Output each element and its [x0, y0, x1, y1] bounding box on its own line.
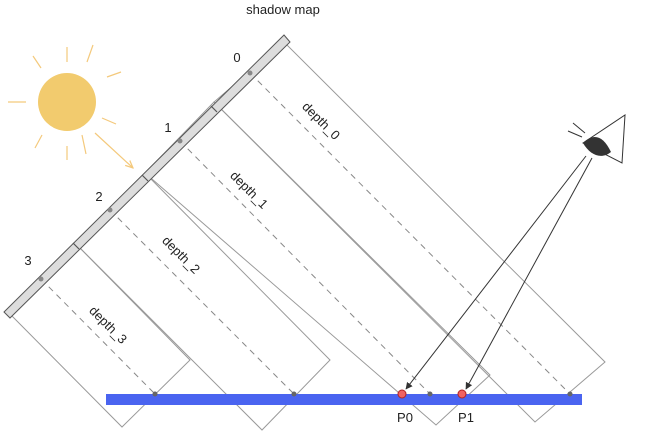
view-ray-p1	[465, 157, 593, 390]
depth-line-2	[109, 209, 295, 395]
depth-line-1	[179, 140, 431, 395]
sun-ray-arrow	[94, 132, 133, 168]
eye-icon	[567, 114, 626, 164]
ground-hit-markers	[152, 391, 573, 397]
shadow-map-dividers	[72, 105, 218, 250]
depth-line-3	[40, 278, 156, 395]
point-label-p1: P1	[458, 410, 474, 425]
shadow-map-bar	[3, 34, 291, 319]
cascade-frustums	[7, 41, 606, 431]
map-index-3: 3	[24, 253, 31, 268]
shadow-map-centers	[38, 70, 253, 282]
depth-label-0: depth_0	[299, 99, 343, 143]
map-index-2: 2	[95, 189, 102, 204]
depth-label-1: depth_1	[227, 168, 271, 212]
view-ray-p0	[405, 155, 587, 390]
sun-icon	[8, 44, 122, 160]
ground-plane	[106, 394, 582, 405]
depth-label-2: depth_2	[159, 233, 203, 277]
depth-center-lines	[40, 72, 571, 395]
depth-label-3: depth_3	[86, 303, 130, 347]
point-p1	[457, 389, 467, 399]
point-p0	[397, 389, 407, 399]
map-index-0: 0	[233, 50, 240, 65]
point-label-p0: P0	[397, 410, 413, 425]
depth-line-0	[249, 72, 571, 395]
map-index-1: 1	[164, 120, 171, 135]
diagram-title: shadow map	[246, 2, 320, 17]
frustum-0	[213, 41, 606, 423]
